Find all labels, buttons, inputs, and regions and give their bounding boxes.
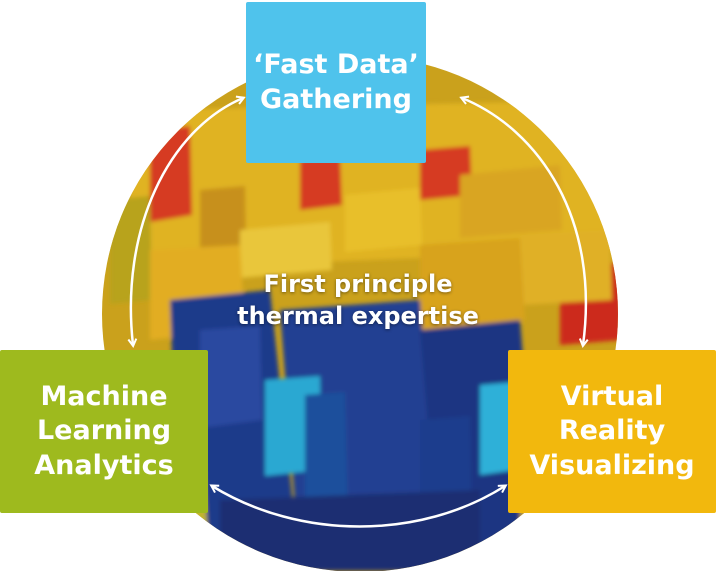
arrow-top-to-right — [462, 98, 586, 345]
box-top-line-1: ‘Fast Data’ — [253, 48, 419, 80]
machine-learning-analytics-box: Machine Learning Analytics — [0, 350, 208, 513]
box-right-line-1: Virtual — [560, 380, 664, 412]
fast-data-gathering-box: ‘Fast Data’ Gathering — [246, 2, 426, 163]
arrow-top-to-left — [131, 98, 243, 345]
box-left-line-1: Machine — [40, 380, 168, 412]
center-label: First principle thermal expertise — [208, 268, 508, 333]
center-label-line-2: thermal expertise — [237, 302, 479, 331]
arrow-left-to-right — [212, 486, 505, 528]
box-right-line-2: Reality — [558, 415, 666, 447]
center-label-line-1: First principle — [263, 270, 453, 298]
virtual-reality-visualizing-box: Virtual Reality Visualizing — [508, 350, 716, 513]
box-right-line-3: Visualizing — [529, 449, 695, 481]
box-left-line-2: Learning — [36, 415, 172, 447]
box-left-line-3: Analytics — [34, 449, 174, 481]
box-top-line-2: Gathering — [260, 83, 412, 115]
